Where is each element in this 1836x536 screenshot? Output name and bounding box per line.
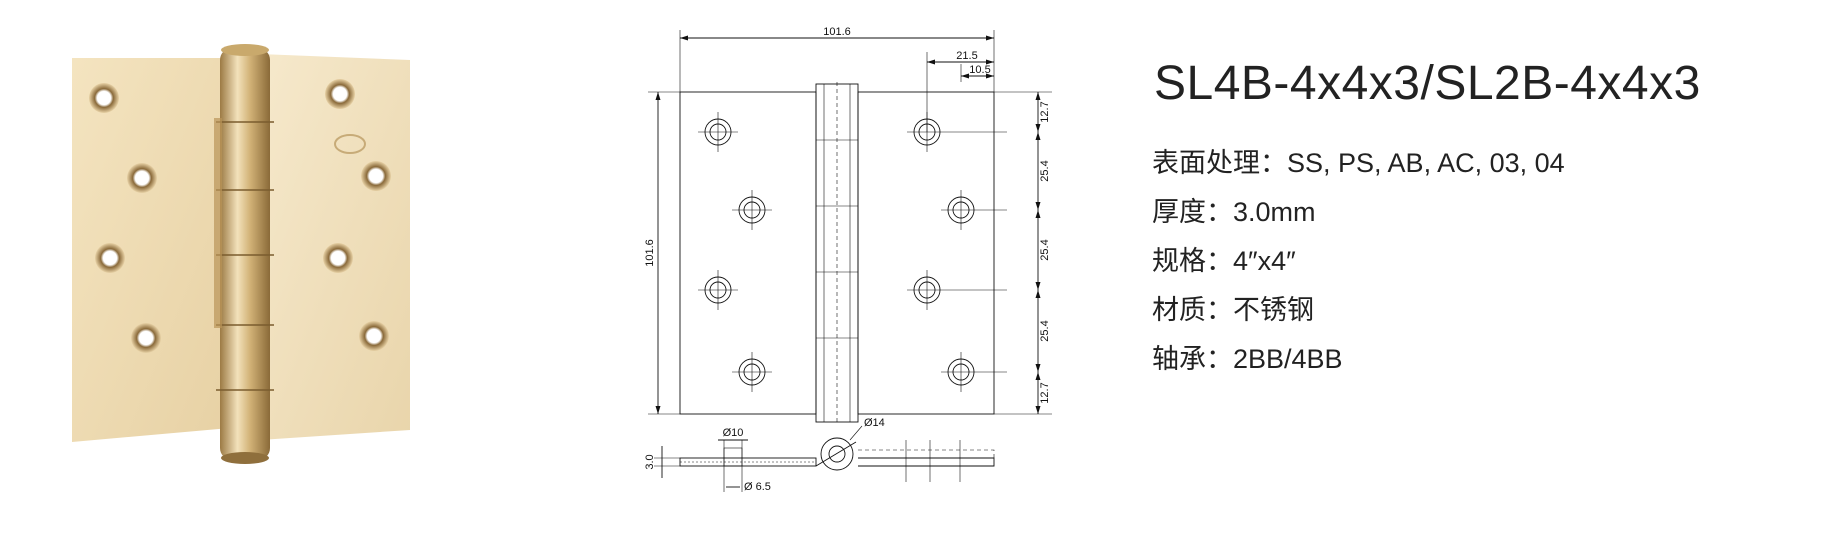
dim-offset-2: 10.5 bbox=[969, 64, 990, 76]
hinge-barrel bbox=[220, 48, 270, 460]
spec-row-thickness: 厚度：3.0mm bbox=[1152, 188, 1792, 237]
spec-value: SS, PS, AB, AC, 03, 04 bbox=[1287, 148, 1565, 178]
dim-knuckle-dia: Ø14 bbox=[864, 417, 885, 429]
brand-logo bbox=[334, 134, 366, 154]
dim-thickness: 3.0 bbox=[644, 454, 656, 469]
spec-value: 4″x4″ bbox=[1233, 246, 1296, 276]
technical-drawing: 101.6 21.5 10.5 bbox=[640, 22, 1060, 520]
dim-pitch-bottom: 12.7 bbox=[1039, 382, 1051, 403]
drawing-holes-left bbox=[698, 112, 772, 392]
spec-label: 规格： bbox=[1152, 246, 1233, 276]
spec-label: 表面处理： bbox=[1152, 148, 1287, 178]
screw-holes bbox=[89, 79, 391, 353]
spec-row-size: 规格：4″x4″ bbox=[1152, 237, 1792, 286]
dim-width: 101.6 bbox=[823, 26, 851, 38]
spec-row-material: 材质：不锈钢 bbox=[1152, 286, 1792, 335]
hinge-photo bbox=[70, 40, 490, 480]
dim-offset-1: 21.5 bbox=[956, 50, 977, 62]
spec-label: 材质： bbox=[1152, 295, 1233, 325]
spec-row-bearing: 轴承：2BB/4BB bbox=[1152, 335, 1792, 384]
spec-panel: SL4B-4x4x3/SL2B-4x4x3 表面处理：SS, PS, AB, A… bbox=[1152, 56, 1792, 384]
spec-label: 厚度： bbox=[1152, 197, 1233, 227]
drawing-holes-right bbox=[907, 112, 1007, 392]
spec-label: 轴承： bbox=[1152, 344, 1233, 374]
dim-height: 101.6 bbox=[644, 239, 656, 267]
spec-value: 2BB/4BB bbox=[1233, 344, 1343, 374]
dim-hole-dia: Ø10 bbox=[723, 427, 744, 439]
dim-pitch-1: 25.4 bbox=[1039, 160, 1051, 181]
spec-row-finish: 表面处理：SS, PS, AB, AC, 03, 04 bbox=[1152, 139, 1792, 188]
product-model-title: SL4B-4x4x3/SL2B-4x4x3 bbox=[1154, 57, 1701, 110]
spec-value: 不锈钢 bbox=[1233, 295, 1314, 325]
spec-value: 3.0mm bbox=[1233, 197, 1316, 227]
dim-pitch-3: 25.4 bbox=[1039, 320, 1051, 341]
hinge-leaf-left bbox=[72, 58, 230, 442]
dim-pitch-2: 25.4 bbox=[1039, 239, 1051, 260]
dim-screw-dia: Ø 6.5 bbox=[744, 481, 771, 493]
drawing-leaf-left bbox=[679, 91, 817, 415]
dim-pitch-top: 12.7 bbox=[1039, 101, 1051, 122]
